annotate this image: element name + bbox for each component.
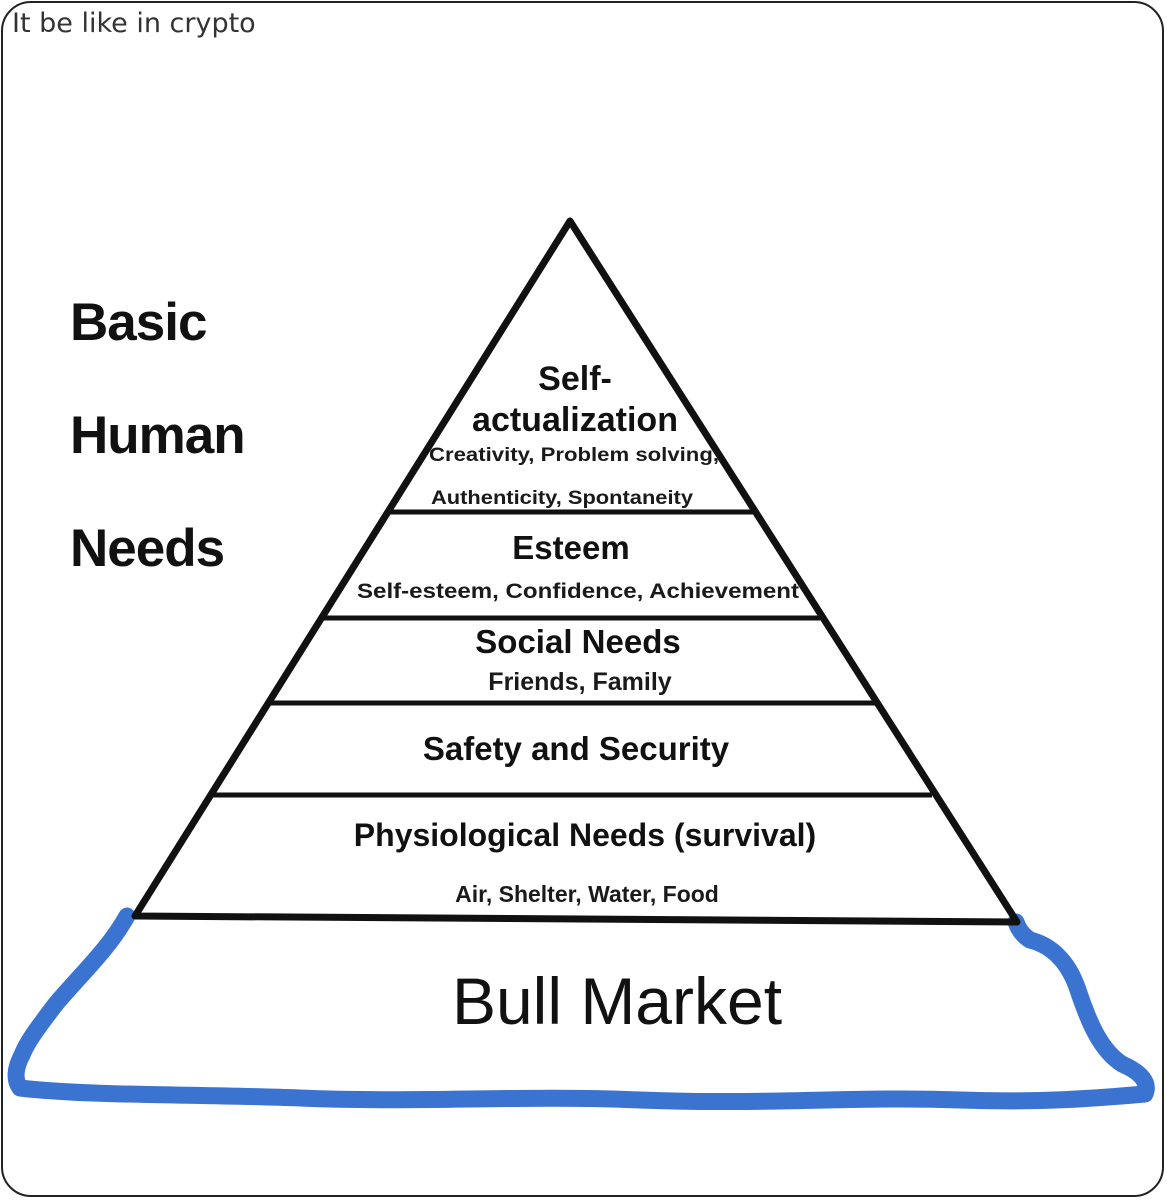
level-title: Safety and Security [423,730,730,767]
bull-market-base-outline [7,907,1155,1111]
level-description: Friends, Family [488,668,671,696]
side-title-line-1: Basic [70,293,207,352]
level-title: actualization [472,401,678,439]
level-description: Air, Shelter, Water, Food [455,881,719,907]
level-description: Authenticity, Spontaneity [431,488,693,509]
level-title: Physiological Needs (survival) [354,817,816,853]
level-description: Self-esteem, Confidence, Achievement [357,580,799,603]
level-title: Esteem [512,529,629,566]
post-caption: It be like in crypto [12,8,256,39]
level-title: Social Needs [475,623,680,660]
side-title-line-3: Needs [70,519,225,578]
level-title: Self- [538,360,612,398]
bull-market-label: Bull Market [452,964,782,1038]
level-description: Creativity, Problem solving, [429,445,719,466]
side-title-line-2: Human [70,406,246,465]
pyramid-outline [131,217,1021,926]
